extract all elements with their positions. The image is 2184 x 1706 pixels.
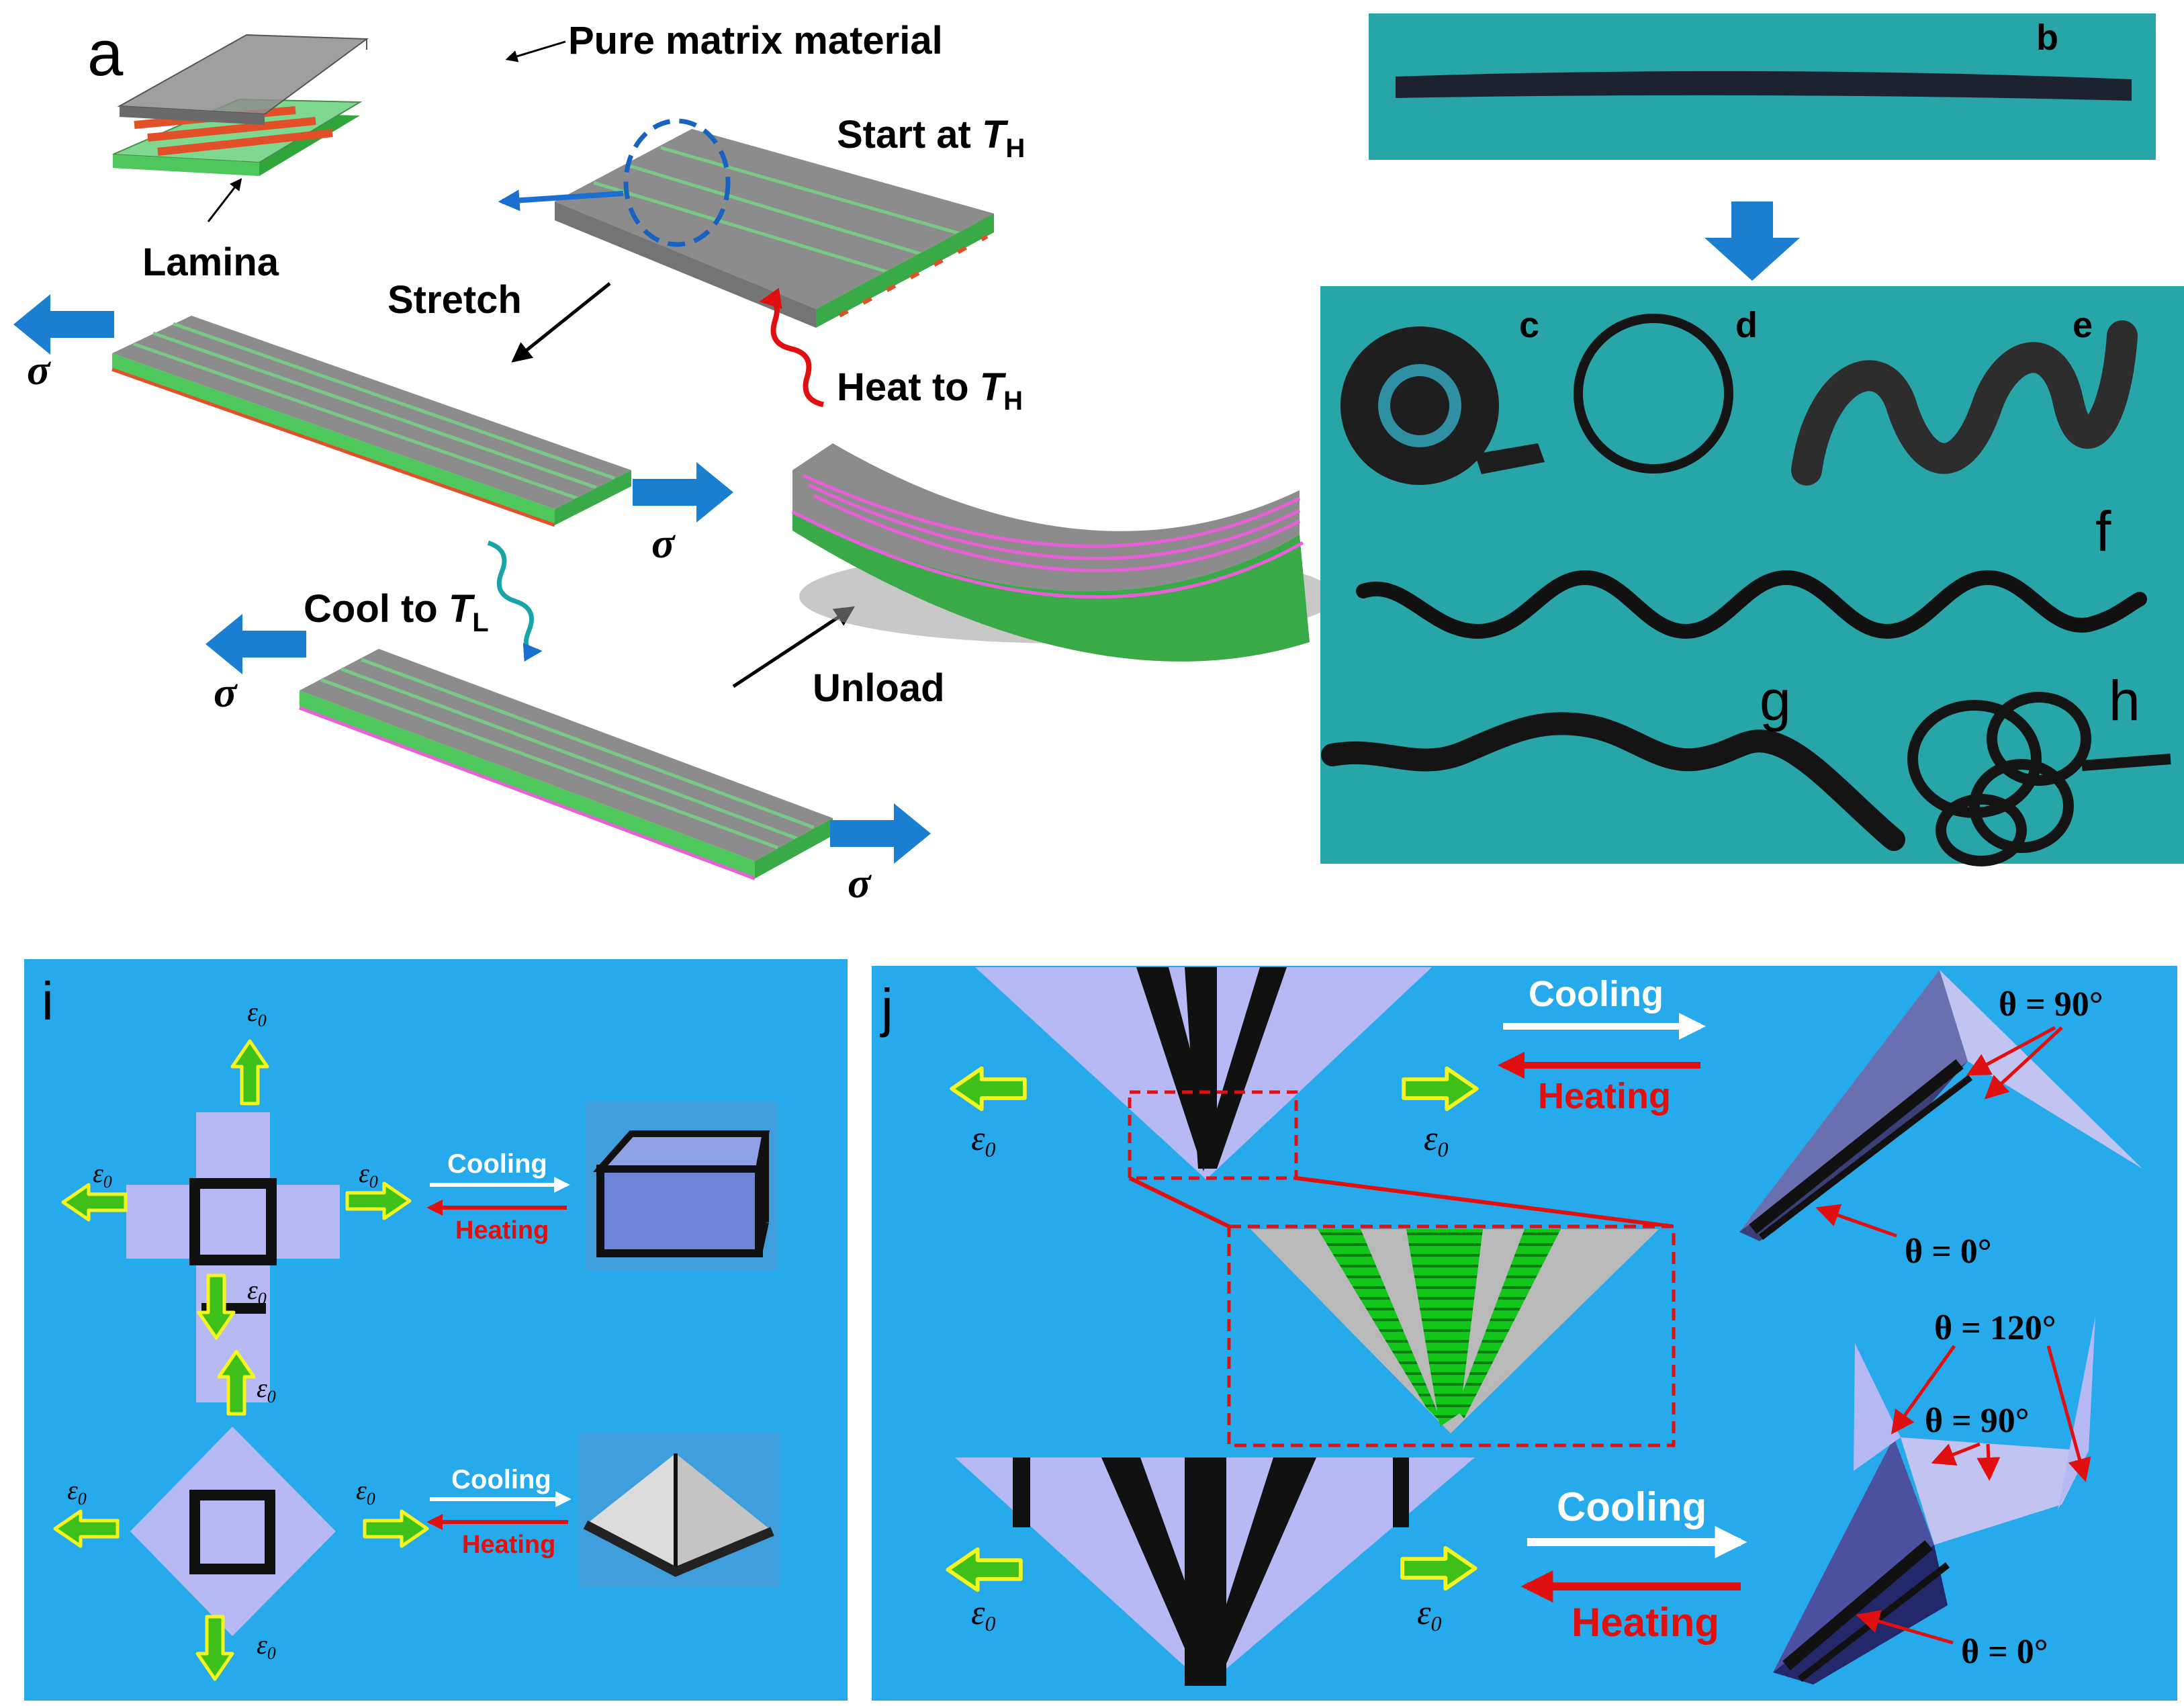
eps-j2: ε0 (1424, 1120, 1449, 1161)
label-stretch: Stretch (388, 278, 522, 322)
cooling-j2: Cooling (1557, 1484, 1707, 1529)
ptr-0-bottom (1856, 1609, 1954, 1645)
theta-90-top: θ = 90° (1999, 985, 2103, 1024)
eps-i5: ε0 (257, 1373, 276, 1406)
panel-ch: c d e f g h (1320, 286, 2184, 866)
letter-b: b (2036, 17, 2058, 58)
panel-i-letter: i (42, 971, 54, 1031)
bar-start (555, 129, 994, 328)
panel-j: j ε0 ε0 Cooling Heating (872, 966, 2177, 1701)
eps-i6: ε0 (67, 1475, 87, 1509)
eps-i1: ε0 (247, 997, 267, 1030)
heating-j1: Heating (1538, 1076, 1671, 1116)
ptr-90c (1931, 1442, 1981, 1466)
heating-j2: Heating (1572, 1600, 1719, 1645)
eps-i2: ε0 (93, 1158, 112, 1192)
label-heat: Heat to TH (837, 365, 1023, 416)
inset-fiber-pattern (1250, 1229, 1659, 1433)
panel-j-letter: j (880, 978, 893, 1038)
zoom-line-1 (1128, 1176, 1230, 1228)
bar-curved (791, 443, 1336, 662)
stress-arrow-right-1 (633, 462, 733, 523)
stress-arrow-right-2 (830, 803, 931, 864)
ptr-90a (1966, 1026, 2056, 1076)
heat-wave (759, 287, 825, 408)
letter-e: e (2073, 305, 2093, 345)
zoom-arrow (498, 189, 624, 212)
cooling-i1: Cooling (447, 1149, 547, 1179)
label-pure-matrix: Pure matrix material (568, 19, 943, 62)
zoom-box-small (1128, 1090, 1298, 1180)
eps-j3: ε0 (971, 1594, 996, 1635)
label-cool: Cool to TL (304, 587, 489, 637)
eps-i4: ε0 (247, 1275, 267, 1308)
heating-i2: Heating (462, 1531, 555, 1559)
ptr-0-top (1815, 1204, 1897, 1238)
theta-120: θ = 120° (1934, 1309, 2056, 1347)
ptr-90b (1984, 1026, 2063, 1099)
zoom-line-2 (1295, 1176, 1673, 1228)
wave-f (1356, 570, 2147, 639)
theta-0-bottom: θ = 0° (1961, 1633, 2048, 1671)
letter-c: c (1519, 305, 1539, 345)
down-arrow (1704, 201, 1800, 281)
arrow-stretch (511, 282, 611, 363)
loops-h (1907, 692, 2171, 866)
triangle-top (975, 967, 1432, 1179)
ptr-90d (1976, 1443, 2001, 1481)
straight-strip (1396, 71, 2132, 101)
letter-d: d (1735, 305, 1758, 345)
panel-a-letter: a (87, 17, 124, 89)
pyramid-folded (579, 1433, 780, 1588)
cool-wave (487, 540, 543, 662)
panel-a: a Pure matrix material Lamina (13, 17, 1336, 907)
label-unload: Unload (813, 666, 945, 710)
sigma-2: σ (651, 519, 676, 567)
theta-90-bottom: θ = 90° (1925, 1402, 2030, 1440)
cooling-j1: Cooling (1529, 974, 1664, 1014)
bar-cooled (299, 649, 833, 881)
label-start: Start at TH (837, 113, 1025, 163)
exploded-laminate (112, 34, 369, 176)
triangle-bottom (955, 1457, 1475, 1686)
sigma-1: σ (27, 346, 51, 394)
bar-stretched (111, 316, 631, 527)
arrow-unload (732, 606, 856, 688)
sigma-4: σ (848, 859, 872, 907)
panel-i: i ε0 ε0 ε0 ε0 Cooling Heating (24, 959, 848, 1701)
pointer-matrix (505, 40, 566, 62)
cooling-i2: Cooling (451, 1465, 551, 1494)
heating-i1: Heating (455, 1216, 549, 1245)
coil-c (1340, 326, 1545, 485)
eps-i7: ε0 (356, 1475, 375, 1509)
stress-arrow-left-2 (206, 614, 306, 674)
wave-g (1321, 712, 1905, 851)
eps-i3: ε0 (359, 1158, 378, 1192)
eps-j1: ε0 (971, 1120, 996, 1161)
eps-j4: ε0 (1417, 1594, 1442, 1635)
helix-e (1791, 320, 2138, 486)
sigma-3: σ (214, 668, 238, 716)
panel-b: b (1369, 13, 2156, 281)
pointer-lamina (207, 178, 242, 222)
ptr-120a (1891, 1345, 1956, 1435)
zoom-circle (623, 118, 731, 247)
letter-h: h (2109, 669, 2140, 732)
paper-plane-1 (1739, 970, 2142, 1241)
eps-i8: ε0 (257, 1629, 276, 1663)
pyramid-net (130, 1427, 336, 1636)
ring-d (1574, 314, 1733, 474)
label-lamina: Lamina (142, 240, 279, 284)
cube-folded (586, 1102, 778, 1271)
letter-g: g (1760, 669, 1791, 732)
ptr-120b (2046, 1345, 2091, 1482)
theta-0-top: θ = 0° (1905, 1232, 1992, 1271)
letter-f: f (2095, 500, 2111, 563)
